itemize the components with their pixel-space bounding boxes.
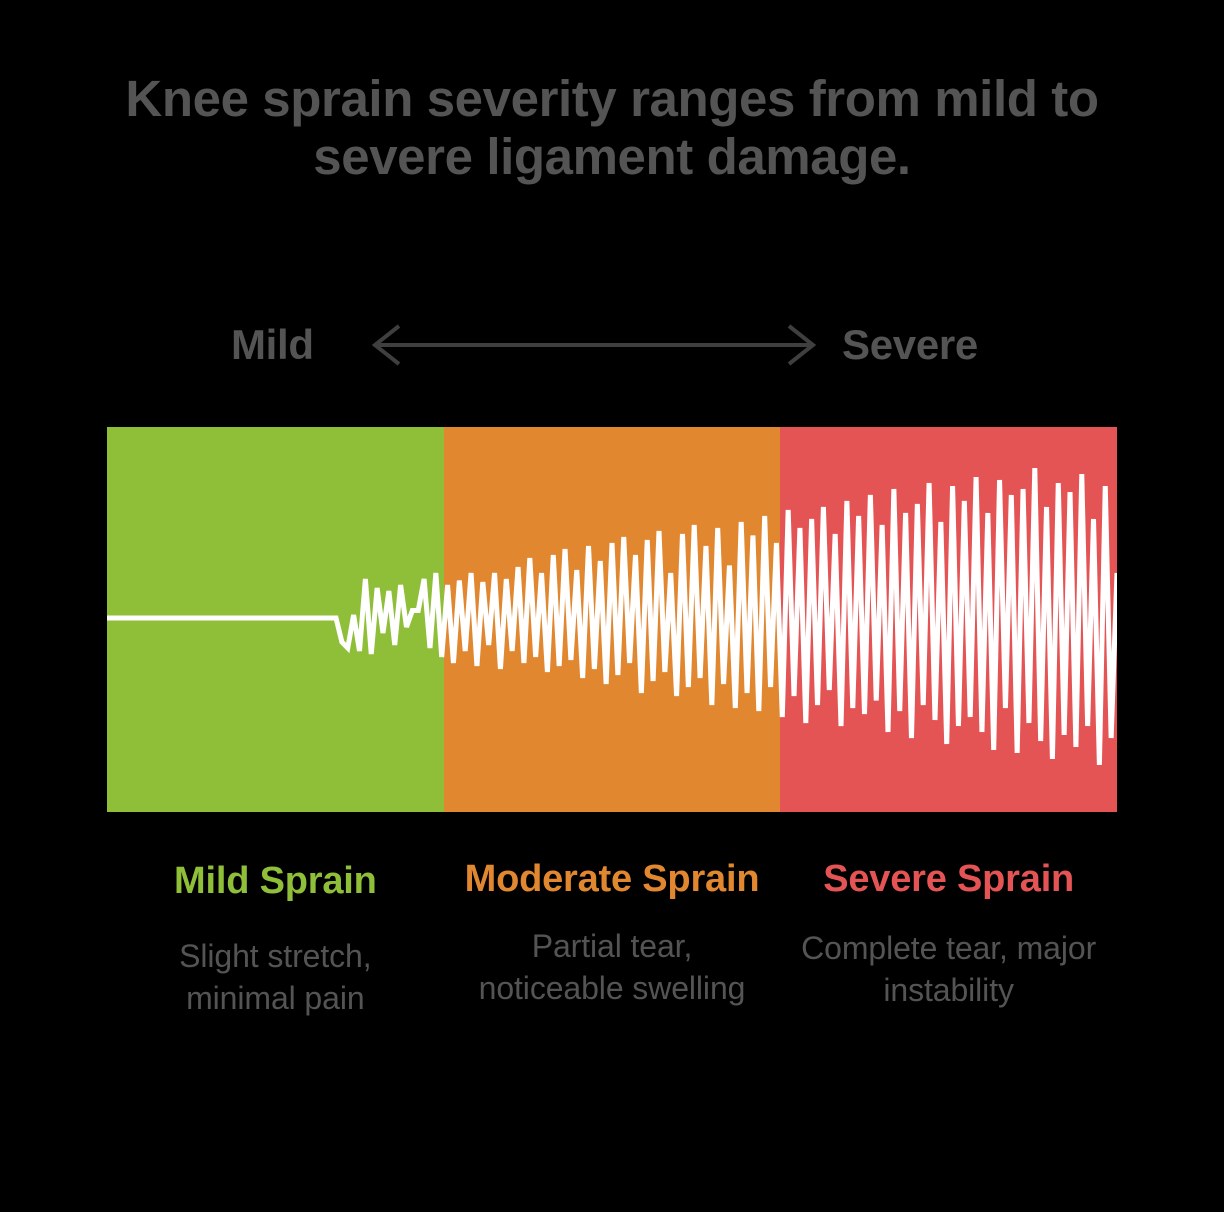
legend-title-severe: Severe Sprain [823, 858, 1075, 900]
severity-band-severe [779, 427, 1117, 812]
legend-title-mild: Mild Sprain [174, 860, 377, 902]
legend-title-moderate: Moderate Sprain [464, 858, 760, 900]
legend-description-severe: Complete tear, major instability [801, 930, 1097, 1008]
severity-band-bar [107, 427, 1117, 812]
legend-description-moderate: Partial tear, noticeable swelling [478, 928, 746, 1006]
severity-scale-row: Mild Severe [107, 314, 1117, 376]
title-text: Knee sprain severity ranges from mild to… [125, 70, 1099, 185]
page-title: Knee sprain severity ranges from mild to… [62, 70, 1162, 186]
legend-column-mild: Mild Sprain Slight stretch, minimal pain [107, 856, 444, 1156]
double-arrow-icon [371, 324, 817, 366]
legend-column-moderate: Moderate Sprain Partial tear, noticeable… [444, 856, 781, 1156]
legend-description-mild: Slight stretch, minimal pain [179, 938, 372, 1016]
severity-band-mild [107, 427, 445, 812]
severity-band-moderate [444, 427, 780, 812]
legend: Mild Sprain Slight stretch, minimal pain… [107, 856, 1117, 1156]
scale-label-mild: Mild [231, 321, 314, 368]
scale-label-severe: Severe [842, 321, 978, 368]
legend-column-severe: Severe Sprain Complete tear, major insta… [780, 856, 1117, 1156]
